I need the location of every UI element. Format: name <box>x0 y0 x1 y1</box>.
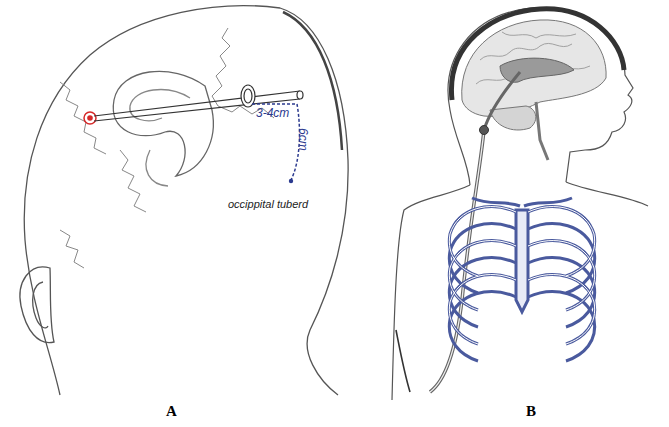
head-back-view <box>20 6 348 395</box>
landmark-label: occippital tuberd <box>228 198 308 210</box>
catheter <box>94 85 303 121</box>
dimension-label: 6cm <box>296 128 309 151</box>
body-side-view <box>392 8 648 400</box>
dimension-label: 3-4cm <box>256 107 289 120</box>
brain-folds <box>476 32 590 84</box>
target-center <box>87 115 93 121</box>
panel-label: B <box>526 403 536 420</box>
ventricle <box>500 58 574 82</box>
measurement-lines <box>252 104 299 180</box>
shunt-tube <box>430 72 520 392</box>
target-point <box>84 112 96 124</box>
ribcage-inner <box>449 207 594 344</box>
ribcage <box>449 198 594 361</box>
panel-label: A <box>166 403 177 420</box>
occipital-point <box>289 179 293 183</box>
